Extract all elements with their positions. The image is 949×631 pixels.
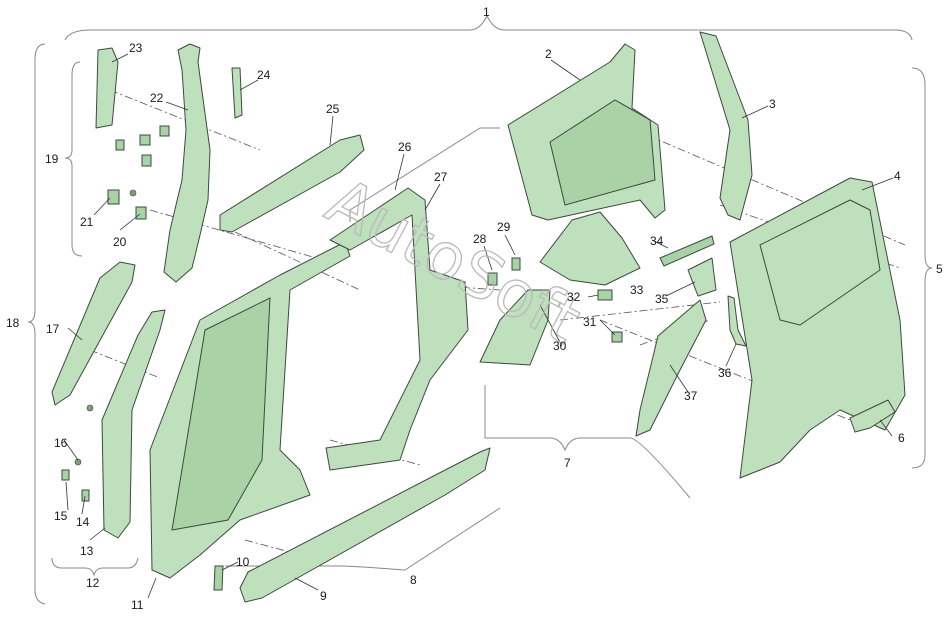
part-shapes (51, 31, 906, 603)
callout-10: 10 (236, 555, 250, 569)
part-28 (487, 272, 498, 286)
callout-6: 6 (898, 431, 905, 445)
part-10 (213, 565, 224, 591)
part-31 (611, 331, 623, 343)
callout-12: 12 (86, 576, 100, 590)
callout-35: 35 (655, 292, 669, 306)
part-23 (95, 47, 119, 129)
callout-20: 20 (113, 235, 127, 249)
part-37 (635, 299, 707, 437)
part-wheelhouse (539, 211, 641, 286)
callout-30: 30 (553, 339, 567, 353)
callout-2: 2 (545, 47, 552, 61)
part-13 (101, 309, 166, 539)
part-30 (479, 289, 551, 366)
callout-15: 15 (54, 509, 68, 523)
callout-29: 29 (497, 220, 511, 234)
callout-21: 21 (80, 215, 94, 229)
part-8 (239, 447, 491, 603)
callout-7: 7 (564, 456, 571, 470)
part-22 (163, 43, 211, 283)
part-6 (849, 399, 896, 433)
callout-27: 27 (434, 170, 448, 184)
part-35 (687, 257, 717, 297)
callout-9: 9 (320, 589, 327, 603)
callout-8: 8 (410, 573, 417, 587)
callout-23: 23 (129, 41, 143, 55)
callout-17: 17 (46, 322, 60, 336)
callout-32: 32 (567, 290, 581, 304)
callout-4: 4 (894, 169, 901, 183)
callout-24: 24 (257, 68, 271, 82)
callout-3: 3 (769, 97, 776, 111)
part-21 (107, 189, 120, 205)
part-34 (659, 235, 715, 267)
callout-19: 19 (45, 152, 59, 166)
part-36 (727, 295, 747, 347)
callout-31: 31 (583, 315, 597, 329)
callout-36: 36 (718, 366, 732, 380)
leader-lines (63, 53, 894, 599)
callout-28: 28 (473, 232, 487, 246)
callout-16: 16 (54, 436, 68, 450)
callout-37: 37 (684, 389, 698, 403)
callout-1: 1 (483, 5, 490, 19)
part-29 (511, 257, 521, 271)
callout-18: 18 (6, 316, 20, 330)
part-17 (51, 261, 136, 406)
part-27 (325, 187, 469, 471)
callout-labels: 1 2 3 4 5 6 7 8 9 10 11 12 13 14 15 16 1… (6, 5, 943, 612)
callout-5: 5 (936, 262, 943, 276)
callout-34: 34 (650, 234, 664, 248)
callout-25: 25 (326, 102, 340, 116)
callout-33: 33 (630, 283, 644, 297)
part-3 (699, 31, 753, 221)
callout-26: 26 (398, 140, 412, 154)
callout-13: 13 (80, 544, 94, 558)
part-25 (219, 134, 365, 233)
callout-11: 11 (131, 598, 144, 612)
part-24 (231, 67, 243, 119)
group-brackets (27, 14, 933, 605)
callout-14: 14 (76, 515, 90, 529)
part-20 (135, 206, 147, 220)
part-32 (597, 289, 613, 301)
callout-22: 22 (150, 91, 164, 105)
